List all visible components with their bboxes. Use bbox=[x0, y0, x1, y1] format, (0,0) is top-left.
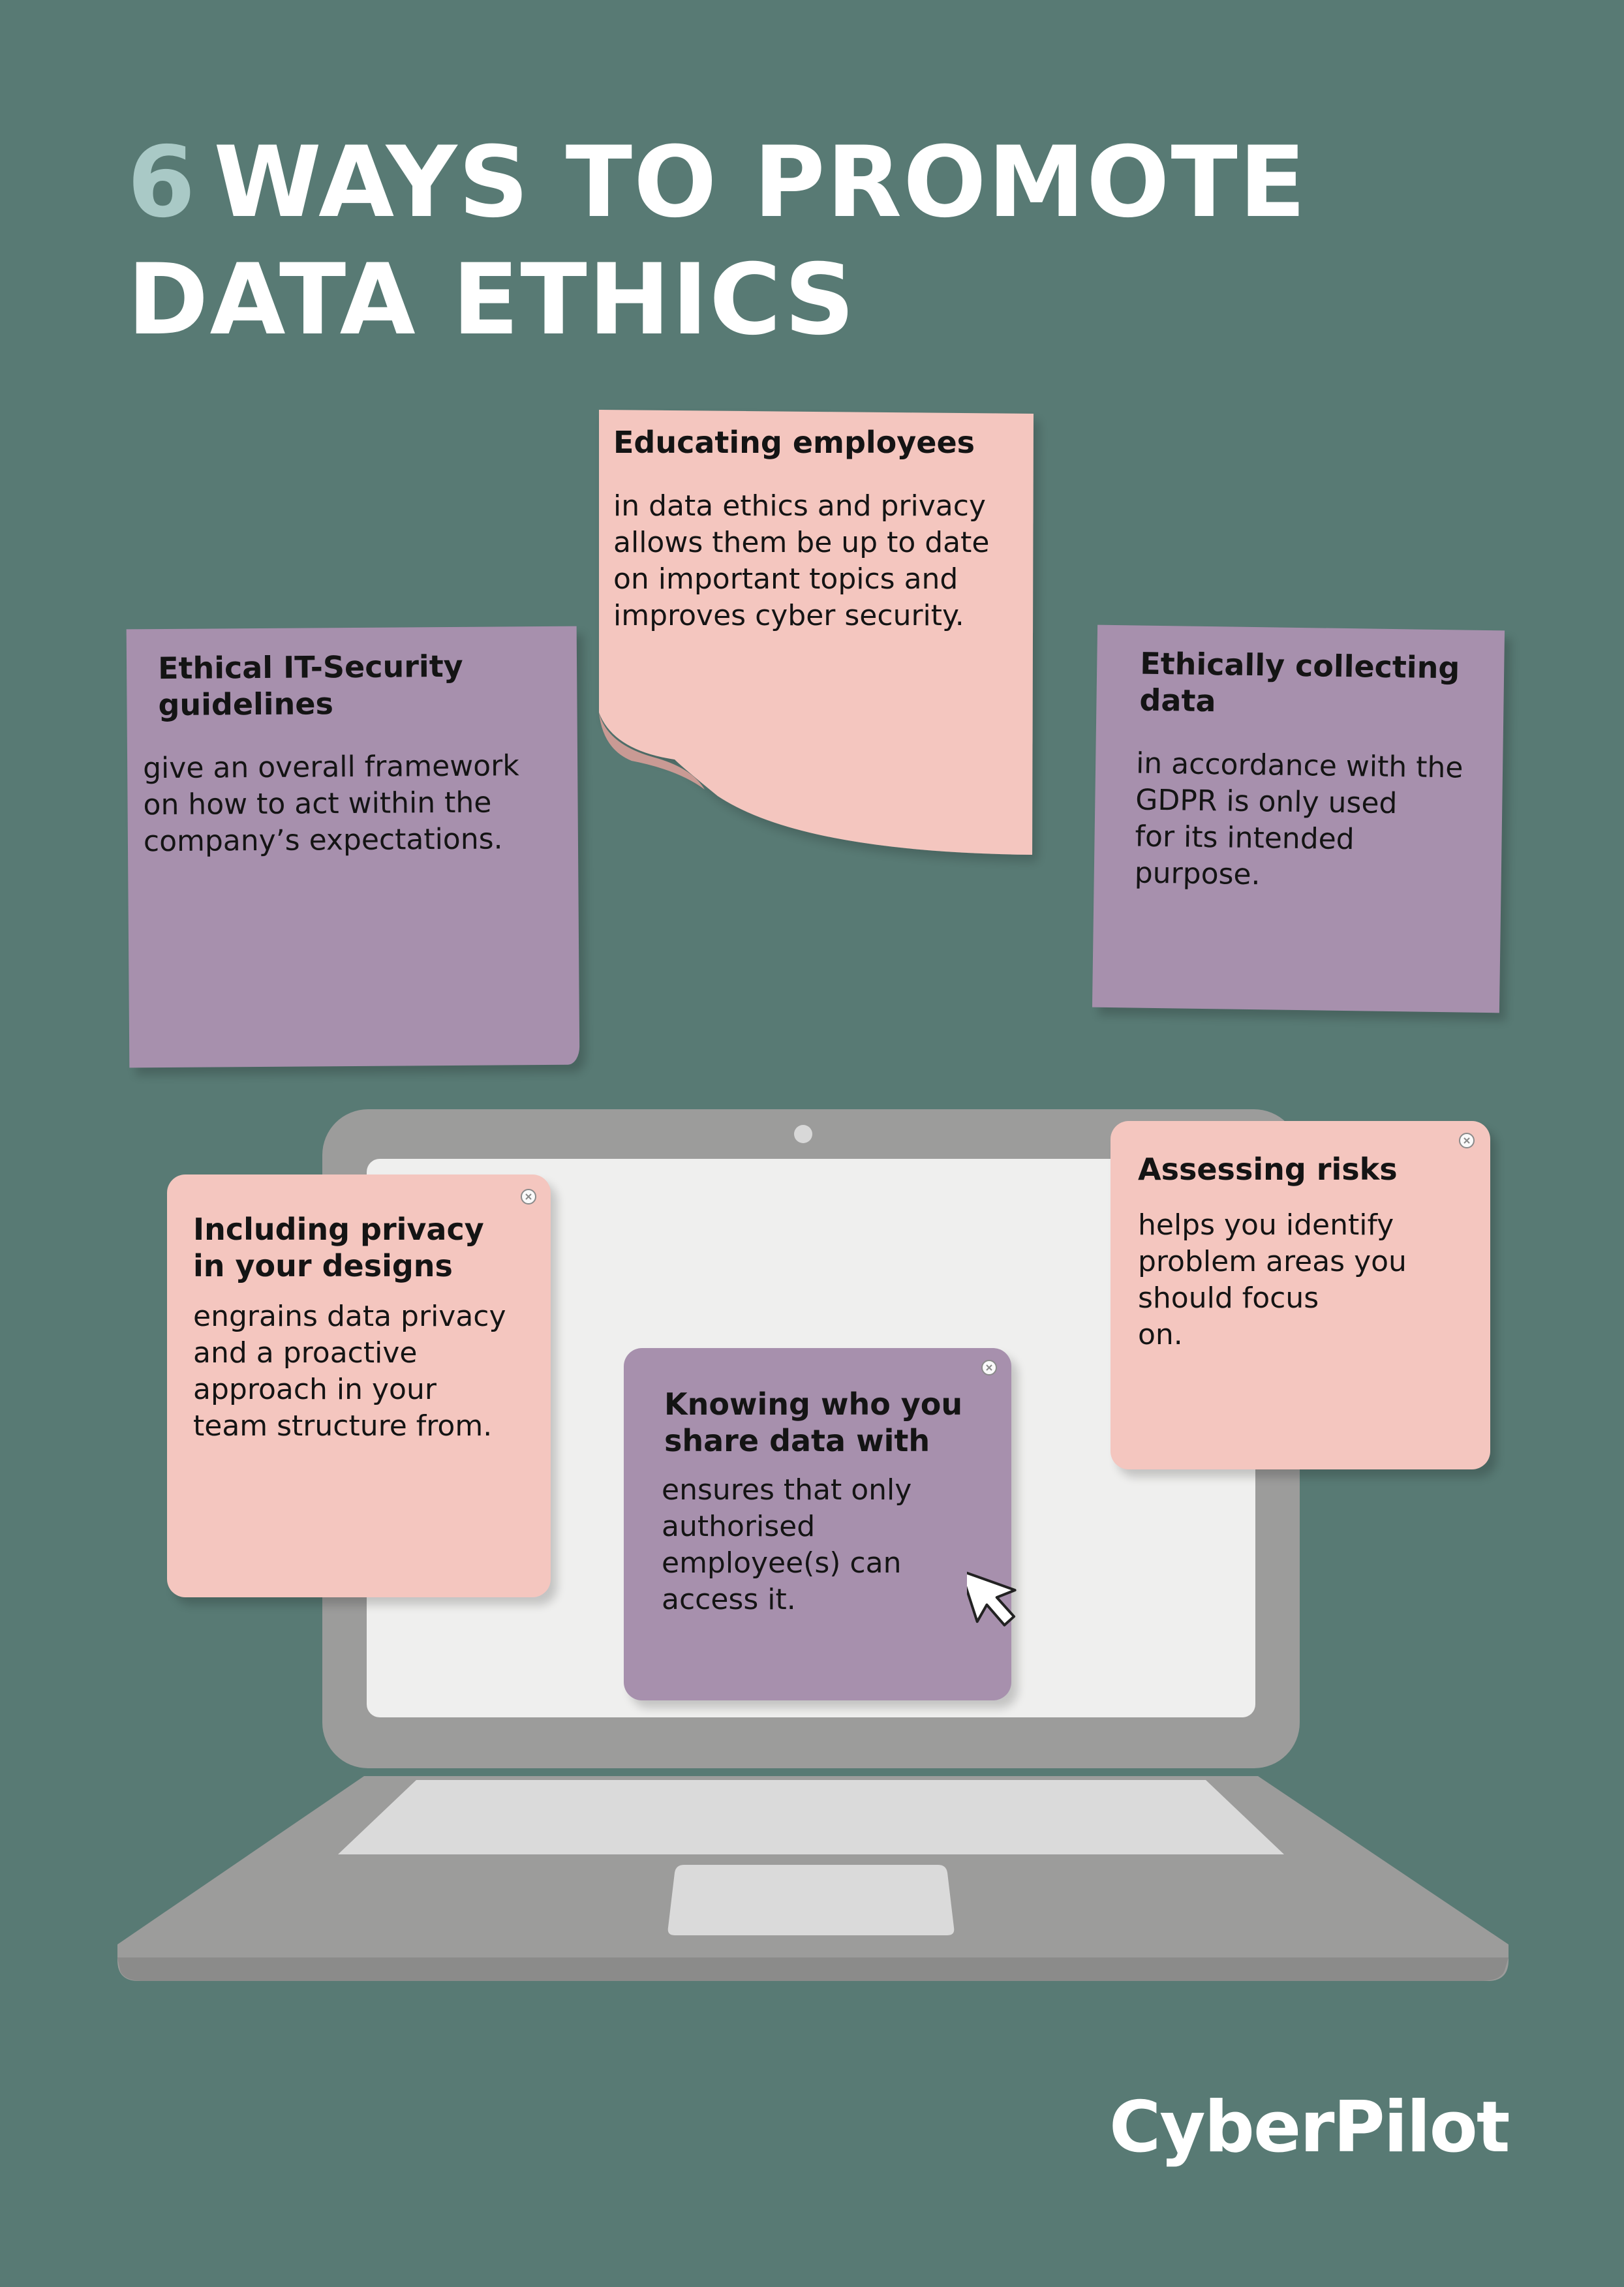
note-body: helps you identify problem areas you sho… bbox=[1138, 1207, 1471, 1353]
note-heading-line: share data with bbox=[664, 1423, 930, 1458]
note-body-line: helps you identify bbox=[1138, 1208, 1394, 1242]
note-body-line: problem areas you bbox=[1138, 1245, 1407, 1278]
note-body-line: should focus bbox=[1138, 1282, 1319, 1315]
title-number: 6 bbox=[127, 126, 197, 239]
educating-note-paper bbox=[599, 410, 1034, 855]
note-heading-line: Ethically collecting bbox=[1139, 645, 1460, 686]
mouse-pointer-icon bbox=[967, 1569, 1017, 1627]
note-body-line: access it. bbox=[662, 1583, 796, 1616]
laptop-trackpad bbox=[667, 1865, 955, 1935]
webcam-dot bbox=[794, 1125, 812, 1143]
note-ethically-collecting-data: Ethically collecting data in accordance … bbox=[1092, 624, 1505, 1013]
note-body: ensures that only authorised employee(s)… bbox=[662, 1472, 992, 1618]
note-body: engrains data privacy and a proactive ap… bbox=[193, 1298, 531, 1445]
note-knowing-who-you-share-with: Knowing who you share data with ensures … bbox=[624, 1348, 1011, 1700]
note-heading: Ethically collecting data bbox=[1139, 645, 1492, 724]
note-heading-line: Including privacy bbox=[193, 1212, 484, 1247]
note-assessing-risks: Assessing risks helps you identify probl… bbox=[1111, 1121, 1490, 1469]
laptop-base-shadow bbox=[117, 1957, 1509, 1981]
note-heading-line: Knowing who you bbox=[664, 1387, 963, 1422]
note-body-line: improves cyber security. bbox=[613, 599, 964, 632]
note-body: in accordance with the GDPR is only used… bbox=[1134, 746, 1490, 897]
note-body-line: on how to act within the bbox=[143, 786, 492, 822]
note-body-line: approach in your bbox=[193, 1373, 437, 1406]
note-body-line: in data ethics and privacy bbox=[613, 489, 986, 523]
close-icon[interactable] bbox=[1459, 1133, 1475, 1148]
note-heading-line: in your designs bbox=[193, 1248, 453, 1283]
title-line-2: DATA ETHICS bbox=[127, 243, 856, 357]
note-body: in data ethics and privacy allows them b… bbox=[613, 488, 1020, 634]
note-body-line: GDPR is only used bbox=[1135, 783, 1398, 821]
note-body-line: on. bbox=[1138, 1318, 1183, 1351]
note-body-line: authorised bbox=[662, 1510, 816, 1543]
note-body-line: and a proactive bbox=[193, 1336, 418, 1370]
close-icon[interactable] bbox=[521, 1189, 536, 1205]
laptop-keyboard bbox=[338, 1780, 1284, 1854]
note-body-line: company’s expectations. bbox=[143, 822, 503, 859]
note-body-line: purpose. bbox=[1134, 856, 1261, 892]
note-body-line: employee(s) can bbox=[662, 1546, 902, 1580]
note-body-line: engrains data privacy bbox=[193, 1300, 506, 1333]
note-heading-line: Ethical IT-Security bbox=[157, 648, 463, 686]
educating-note-curl bbox=[599, 713, 705, 790]
note-including-privacy: Including privacy in your designs engrai… bbox=[167, 1174, 551, 1597]
note-ethical-it-security: Ethical IT-Security guidelines give an o… bbox=[126, 626, 580, 1068]
note-heading: Knowing who you share data with bbox=[664, 1386, 992, 1459]
brand-logo-text: CyberPilot bbox=[1109, 2087, 1510, 2168]
note-heading: Ethical IT-Security guidelines bbox=[158, 647, 558, 723]
note-body-line: for its intended bbox=[1135, 820, 1355, 857]
note-body-line: give an overall framework bbox=[142, 749, 519, 786]
note-heading-line: guidelines bbox=[158, 686, 334, 723]
note-heading: Educating employees bbox=[613, 425, 975, 460]
note-body-line: on important topics and bbox=[613, 562, 958, 596]
close-icon[interactable] bbox=[981, 1360, 997, 1375]
note-body-line: team structure from. bbox=[193, 1409, 493, 1443]
note-body: give an overall framework on how to act … bbox=[143, 748, 559, 860]
note-educating-employees: Educating employees in data ethics and p… bbox=[599, 410, 1034, 853]
note-body-line: ensures that only bbox=[662, 1473, 912, 1507]
title-text-1: WAYS TO PROMOTE bbox=[213, 126, 1308, 239]
note-heading-line: data bbox=[1139, 682, 1216, 719]
note-heading: Including privacy in your designs bbox=[193, 1211, 531, 1284]
note-body-line: in accordance with the bbox=[1135, 746, 1463, 785]
note-body-line: allows them be up to date bbox=[613, 526, 990, 559]
note-heading: Assessing risks bbox=[1138, 1152, 1398, 1187]
